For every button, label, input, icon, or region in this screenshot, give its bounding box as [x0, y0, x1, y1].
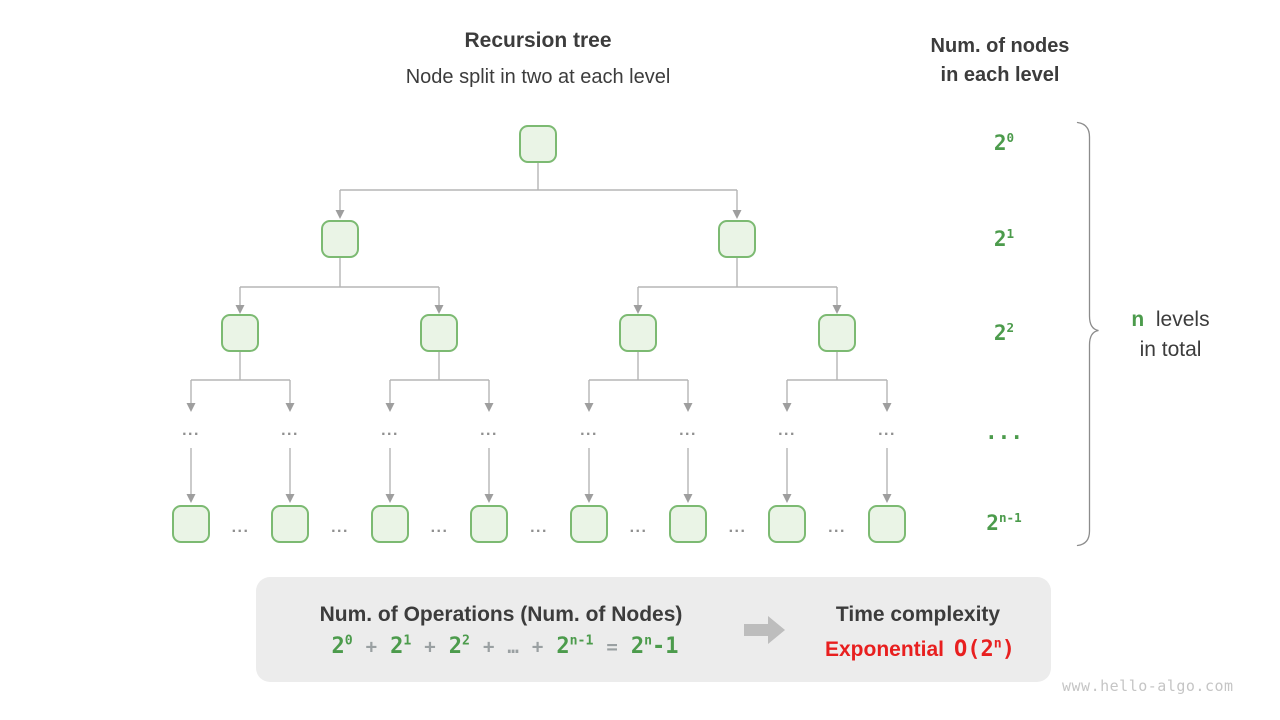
big-o-notation: O(2n) [954, 636, 1015, 662]
tree-node [619, 314, 657, 352]
formula-token: + [365, 636, 378, 658]
ellipsis-level-label: ... [480, 422, 498, 439]
ellipsis-level-label: ... [878, 422, 896, 439]
tree-node [420, 314, 458, 352]
ellipsis-separator: ... [530, 519, 548, 536]
ellipsis-separator: ... [430, 519, 449, 536]
ellipsis-separator: ... [629, 519, 648, 536]
formula-token: 2n-1 [556, 633, 594, 659]
levels-total-note: n levels in total [1108, 305, 1233, 365]
levels-total-line2: in total [1139, 338, 1202, 361]
level-count-label: 22 [993, 320, 1015, 345]
tree-node [172, 505, 210, 543]
ellipsis-separator: ... [231, 519, 250, 536]
formula-token: = [606, 636, 618, 658]
watermark: www.hello-algo.com [1062, 677, 1234, 695]
complexity-result: Exponential O(2n) [805, 637, 1035, 662]
ellipsis-level-label: ... [182, 422, 200, 439]
tree-node [669, 505, 707, 543]
tree-node [868, 505, 906, 543]
ellipsis-level-label: ... [381, 422, 399, 439]
tree-node [321, 219, 359, 258]
tree-node [221, 314, 259, 352]
right-column-title-line2: in each level [940, 64, 1060, 86]
tree-node [271, 505, 309, 543]
tree-node [570, 505, 608, 543]
levels-word: levels [1155, 308, 1210, 331]
time-complexity-title: Time complexity [835, 603, 1001, 626]
tree-node [371, 505, 409, 543]
ellipsis-level-label: ... [679, 422, 697, 439]
n-symbol: n [1131, 308, 1145, 331]
tree-node [470, 505, 508, 543]
right-column-title-line1: Num. of nodes [930, 35, 1070, 57]
figure-subtitle: Node split in two at each level [405, 66, 671, 88]
level-count-label: 2n-1 [986, 510, 1022, 535]
figure-title: Recursion tree [464, 29, 612, 52]
ellipsis-level-label: ... [778, 422, 796, 439]
summary-box [256, 577, 1051, 682]
right-column-title: Num. of nodes in each level [880, 32, 1120, 90]
ellipsis-level-label: ... [281, 422, 299, 439]
operations-title: Num. of Operations (Num. of Nodes) [319, 603, 683, 626]
formula-token: 21 [390, 633, 412, 659]
level-count-label: 21 [993, 225, 1015, 251]
formula-token: + [531, 636, 544, 658]
formula-token: 2n-1 [630, 633, 679, 659]
formula-token: + [482, 636, 495, 658]
ellipsis-separator: ... [331, 519, 349, 536]
ellipsis-separator: ... [828, 519, 846, 536]
level-count-label: ... [985, 420, 1023, 444]
tree-node [768, 505, 806, 543]
tree-node [818, 314, 856, 352]
implies-arrow-bar [744, 624, 768, 636]
implies-arrow-icon [744, 616, 786, 644]
tree-node [519, 125, 557, 163]
formula-token: … [507, 636, 519, 658]
tree-node [718, 219, 756, 258]
ellipsis-separator: ... [728, 519, 747, 536]
levels-brace [1076, 121, 1099, 547]
complexity-word: Exponential [825, 638, 945, 661]
levels-total-line1: n levels [1108, 305, 1233, 335]
operations-formula: 20 +21 +22 + … +2n-1 = 2n-1 [295, 634, 715, 659]
implies-arrow-tip [768, 616, 785, 644]
formula-token: + [424, 636, 436, 658]
ellipsis-level-label: ... [580, 422, 598, 439]
formula-token: 22 [448, 633, 470, 659]
level-count-label: 20 [993, 130, 1015, 155]
formula-token: 20 [331, 633, 353, 659]
